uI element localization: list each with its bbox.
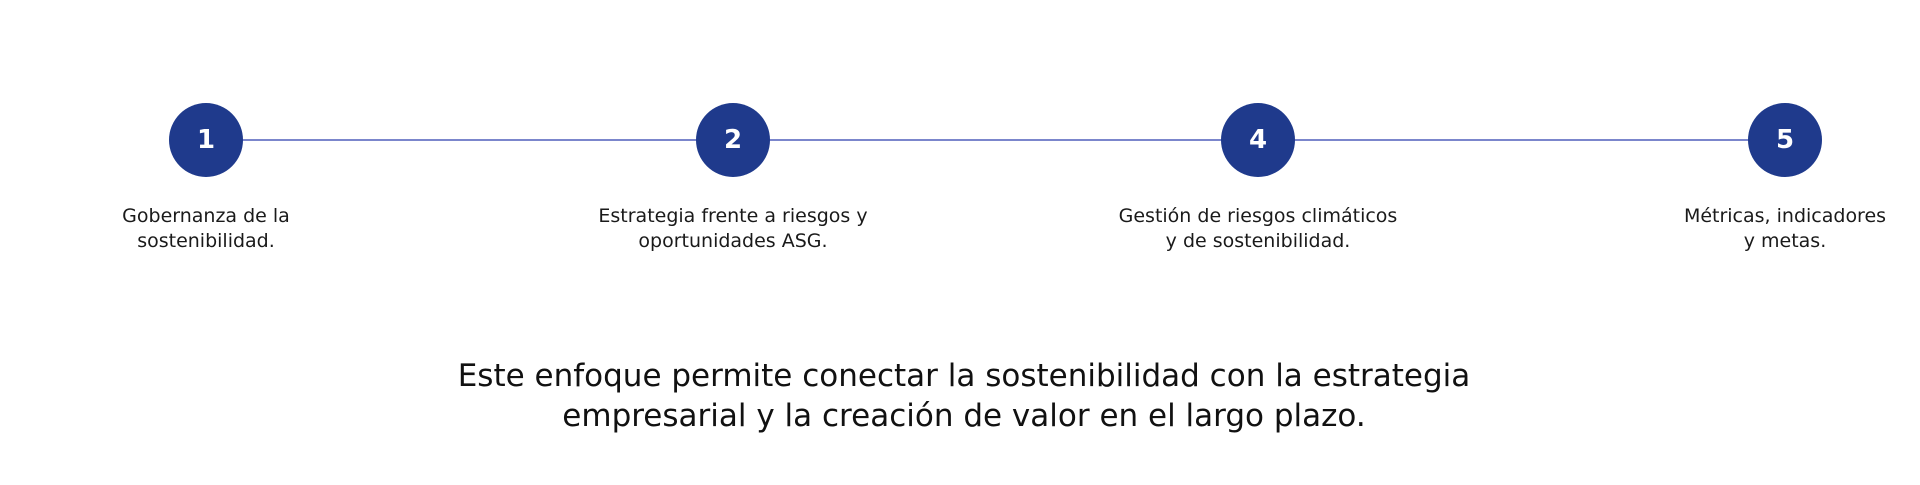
timeline-connector-line <box>205 139 1782 141</box>
step-1-label-line-1: Gobernanza de la <box>122 205 290 227</box>
summary-text: Este enfoque permite conectar la sosteni… <box>0 356 1920 436</box>
summary-line-1: Este enfoque permite conectar la sosteni… <box>457 358 1471 394</box>
step-5-label-line-1: Métricas, indicadores <box>1683 205 1887 227</box>
step-4-label-line-1: Gestión de riesgos climáticos <box>1118 205 1398 227</box>
step-5-label-line-2: y metas. <box>1743 230 1827 252</box>
step-4-label-line-2: y de sostenibilidad. <box>1165 230 1351 252</box>
step-4-label: Gestión de riesgos climáticos y de soste… <box>1098 204 1418 254</box>
step-2-label-line-1: Estrategia frente a riesgos y <box>598 205 868 227</box>
step-5-number-badge: 5 <box>1748 103 1822 177</box>
step-1-number-badge: 1 <box>169 103 243 177</box>
step-1-label: Gobernanza de la sostenibilidad. <box>46 204 366 254</box>
step-4-number-badge: 4 <box>1221 103 1295 177</box>
step-2-number-badge: 2 <box>696 103 770 177</box>
summary-line-2: empresarial y la creación de valor en el… <box>562 398 1366 434</box>
step-1-label-line-2: sostenibilidad. <box>137 230 275 252</box>
step-2-label: Estrategia frente a riesgos y oportunida… <box>573 204 893 254</box>
timeline: 1 Gobernanza de la sostenibilidad. 2 Est… <box>46 103 1920 254</box>
step-5-label: Métricas, indicadores y metas. <box>1625 204 1920 254</box>
step-2-label-line-2: oportunidades ASG. <box>638 230 828 252</box>
